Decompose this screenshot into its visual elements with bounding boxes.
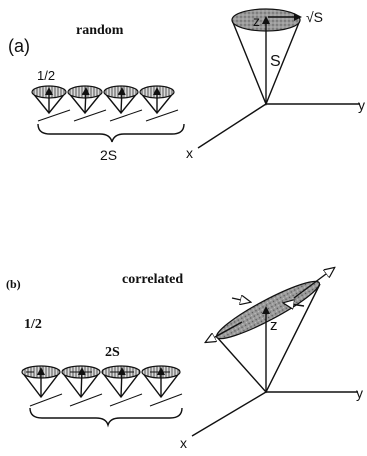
panel-a-s-label: S [270, 53, 281, 70]
small-cone-b-2 [61, 365, 103, 407]
panel-b-title: correlated [122, 272, 183, 287]
panel-b-y-axis-label: y [356, 385, 363, 401]
small-cone-a-1 [31, 85, 71, 122]
panel-a-label: (a) [8, 36, 30, 56]
panel-a-half-label: 1/2 [37, 68, 55, 83]
panel-b-count-label: 2S [105, 345, 120, 360]
panel-b-brace [29, 407, 183, 428]
small-cone-b-3 [101, 365, 143, 407]
panel-b-label: (b) [6, 277, 21, 291]
panel-a-count-label: 2S [100, 147, 117, 163]
panel-b-small-cones [21, 365, 183, 407]
panel-a-small-cones [31, 85, 179, 122]
panel-a: (a) random 1/2 [8, 8, 365, 163]
panel-b-half-label: 1/2 [24, 317, 42, 332]
panel-a-brace [37, 123, 185, 143]
panel-a-sqrt-s-label: √S [306, 9, 323, 25]
panel-b-big-cone: z [206, 268, 334, 394]
small-cone-a-4 [139, 85, 179, 122]
panel-a-y-axis-label: y [358, 97, 365, 113]
panel-b: (b) correlated 1/2 2S [6, 268, 363, 451]
panel-a-z-label: z [253, 13, 260, 29]
panel-b-axes: y x [180, 385, 363, 451]
small-cone-b-1 [21, 365, 63, 407]
panel-a-title: random [76, 23, 124, 38]
small-cone-b-4 [141, 365, 183, 407]
panel-a-axes: y x [186, 97, 365, 161]
panel-b-x-axis-label: x [180, 435, 187, 451]
panel-b-z-label: z [270, 317, 278, 334]
small-cone-a-2 [67, 85, 107, 122]
panel-a-big-cone: z S √S [231, 8, 323, 106]
panel-a-x-axis-label: x [186, 145, 193, 161]
small-cone-a-3 [103, 85, 143, 122]
